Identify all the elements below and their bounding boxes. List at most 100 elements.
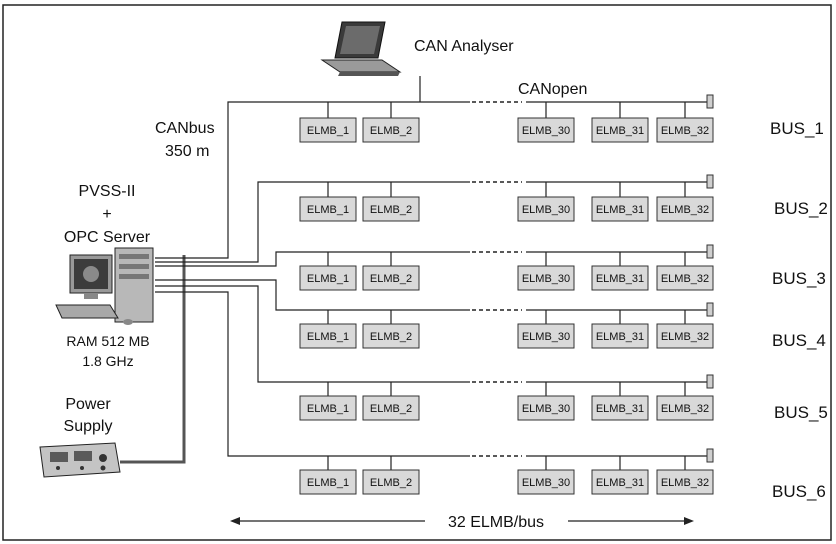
can-analyser-label: CAN Analyser <box>414 38 514 55</box>
elmb-node-label: ELMB_2 <box>370 204 412 216</box>
bus-terminator <box>706 448 714 463</box>
elmb-node-label: ELMB_32 <box>661 204 709 216</box>
elmb-node-label: ELMB_30 <box>522 477 570 489</box>
supply-label: Supply <box>64 418 113 435</box>
elmb-node-label: ELMB_31 <box>596 403 644 415</box>
elmb-node-box <box>656 323 714 349</box>
bus-label: BUS_2 <box>774 199 828 218</box>
elmb-node-box <box>656 395 714 421</box>
canbus-label: CANbus <box>155 120 215 137</box>
span-arrow <box>230 517 694 525</box>
elmb-per-bus-label: 32 ELMB/bus <box>448 514 544 531</box>
bus-label: BUS_1 <box>770 119 824 138</box>
bus-terminator <box>706 94 714 109</box>
pvss-label: PVSS-II <box>79 183 136 200</box>
elmb-node-label: ELMB_30 <box>522 331 570 343</box>
elmb-node-label: ELMB_2 <box>370 125 412 137</box>
bus-label: BUS_5 <box>774 403 828 422</box>
power-cable <box>120 255 186 464</box>
pc-icon <box>55 247 154 325</box>
elmb-node-box <box>656 117 714 143</box>
elmb-node-box <box>299 469 357 495</box>
elmb-node-label: ELMB_2 <box>370 331 412 343</box>
frame <box>2 4 832 541</box>
elmb-node-label: ELMB_31 <box>596 125 644 137</box>
laptop-icon <box>320 21 402 76</box>
elmb-node-label: ELMB_32 <box>661 477 709 489</box>
elmb-node-box <box>517 469 575 495</box>
elmb-node-box <box>299 196 357 222</box>
elmb-node-box <box>299 323 357 349</box>
elmb-node-label: ELMB_2 <box>370 477 412 489</box>
elmb-node-box <box>362 196 420 222</box>
elmb-node-label: ELMB_30 <box>522 204 570 216</box>
elmb-node-label: ELMB_32 <box>661 273 709 285</box>
elmb-node-box <box>591 117 649 143</box>
bus-label: BUS_4 <box>772 331 826 350</box>
elmb-node-label: ELMB_2 <box>370 403 412 415</box>
elmb-node-box <box>656 196 714 222</box>
bus-feed <box>155 279 470 311</box>
elmb-node-label: ELMB_32 <box>661 331 709 343</box>
elmb-node-box <box>362 469 420 495</box>
canopen-label: CANopen <box>518 81 587 98</box>
elmb-node-box <box>591 265 649 291</box>
cpu-label: 1.8 GHz <box>82 353 133 369</box>
elmb-node-box <box>656 265 714 291</box>
elmb-node-box <box>362 323 420 349</box>
elmb-node-box <box>591 395 649 421</box>
bus-feed <box>155 181 470 263</box>
elmb-node-box <box>517 265 575 291</box>
elmb-node-box <box>517 196 575 222</box>
bus-label: BUS_6 <box>772 482 826 501</box>
bus-feed <box>155 291 470 457</box>
elmb-node-label: ELMB_32 <box>661 403 709 415</box>
elmb-node-label: ELMB_30 <box>522 403 570 415</box>
bus-feed <box>155 285 470 383</box>
elmb-node-box <box>362 265 420 291</box>
elmb-node-label: ELMB_1 <box>307 125 349 137</box>
elmb-node-box <box>517 323 575 349</box>
bus-terminator <box>706 174 714 189</box>
elmb-node-box <box>517 395 575 421</box>
plus-label: + <box>102 206 111 223</box>
bus-terminator <box>706 374 714 389</box>
elmb-node-label: ELMB_1 <box>307 477 349 489</box>
elmb-node-label: ELMB_31 <box>596 204 644 216</box>
elmb-node-box <box>362 117 420 143</box>
elmb-node-box <box>591 323 649 349</box>
elmb-node-box <box>591 196 649 222</box>
power-supply-icon <box>39 442 121 478</box>
elmb-node-label: ELMB_1 <box>307 403 349 415</box>
elmb-node-label: ELMB_2 <box>370 273 412 285</box>
canbus-length-label: 350 m <box>165 143 209 160</box>
elmb-node-box <box>362 395 420 421</box>
ram-label: RAM 512 MB <box>66 333 149 349</box>
bus-feed <box>155 251 470 267</box>
elmb-node-label: ELMB_30 <box>522 125 570 137</box>
bus-terminator <box>706 302 714 317</box>
bus-feed <box>155 101 470 259</box>
elmb-node-label: ELMB_31 <box>596 331 644 343</box>
power-label: Power <box>65 396 111 413</box>
elmb-node-label: ELMB_30 <box>522 273 570 285</box>
elmb-node-box <box>656 469 714 495</box>
elmb-node-label: ELMB_1 <box>307 204 349 216</box>
elmb-node-label: ELMB_31 <box>596 477 644 489</box>
bus-2: ELMB_1 ELMB_2 ELMB_30 ELMB_31 ELMB_32 BUS_2 <box>155 174 828 263</box>
elmb-node-box <box>517 117 575 143</box>
elmb-node-label: ELMB_31 <box>596 273 644 285</box>
bus-terminator <box>706 244 714 259</box>
bus-label: BUS_3 <box>772 269 826 288</box>
elmb-node-box <box>299 265 357 291</box>
elmb-node-box <box>299 117 357 143</box>
elmb-node-box <box>591 469 649 495</box>
